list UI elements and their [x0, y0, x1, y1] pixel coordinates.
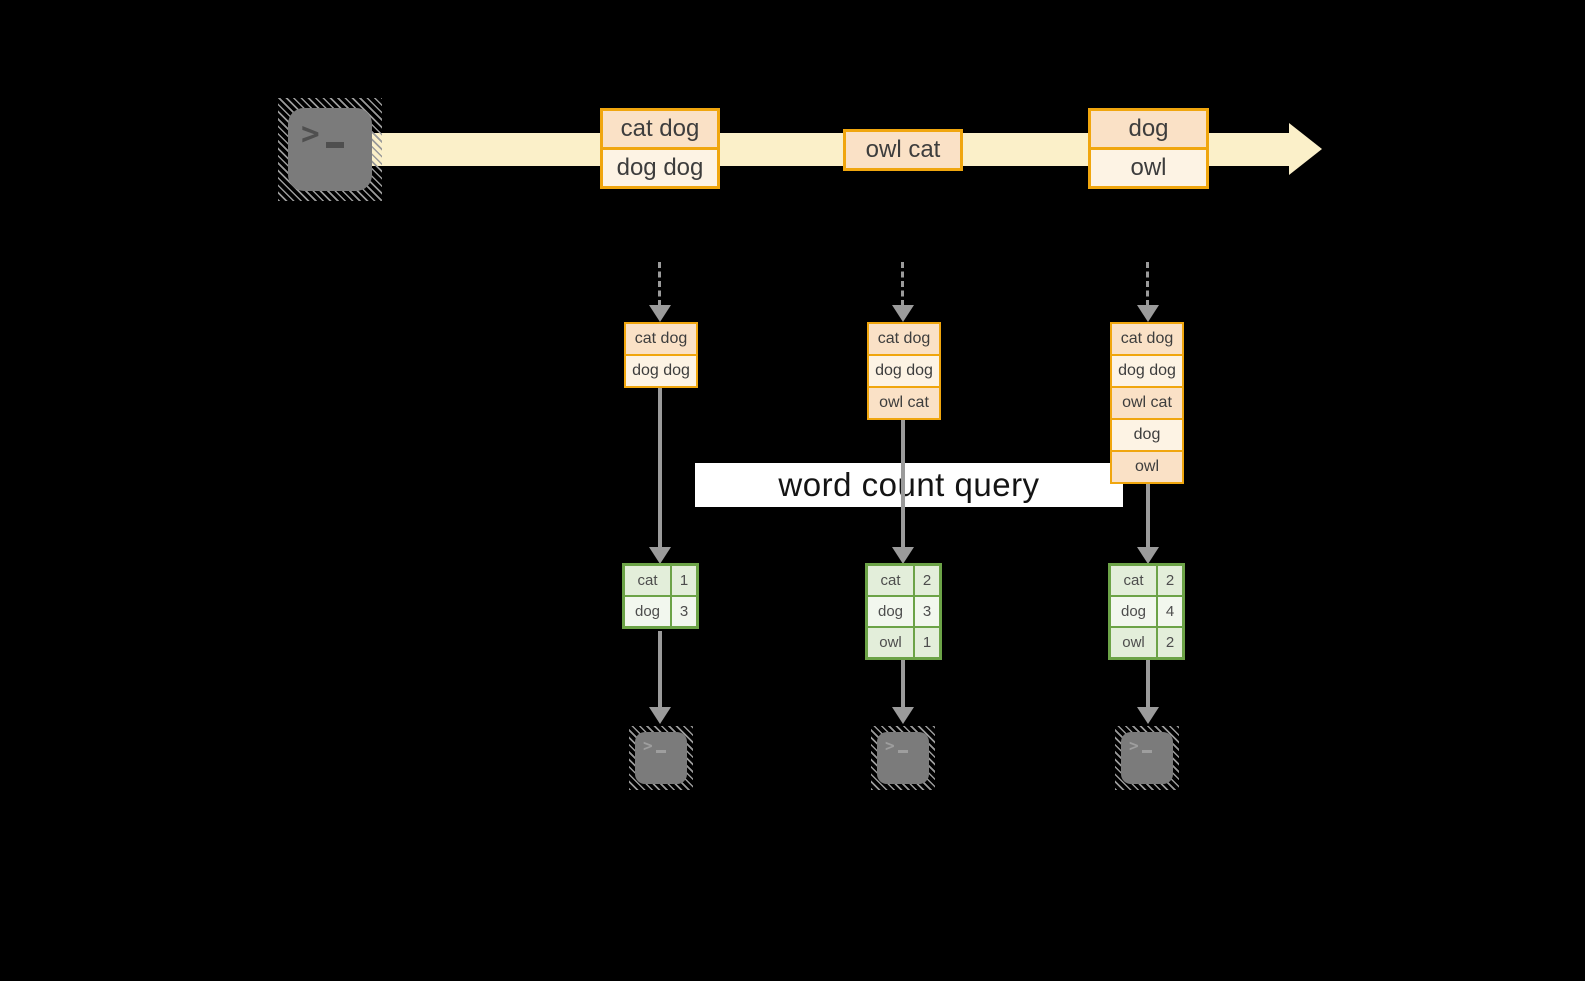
log-row: cat dog — [869, 324, 939, 356]
stream-event-box-1: cat dog dog dog — [600, 108, 720, 189]
underscore-icon — [897, 750, 908, 753]
log-row: owl cat — [869, 388, 939, 418]
accumulated-log-1: cat dog dog dog — [624, 322, 698, 388]
word-cell: cat — [868, 566, 913, 595]
log-row: cat dog — [626, 324, 696, 356]
word-cell: dog — [1111, 597, 1156, 626]
chevron-icon: > — [1129, 736, 1139, 755]
dashed-arrow-line — [658, 262, 661, 306]
count-cell: 2 — [1158, 628, 1182, 657]
stream-event-line: cat dog — [603, 111, 717, 150]
terminal-icon-body: > — [288, 108, 372, 191]
arrow-line — [1146, 660, 1150, 707]
arrow-head — [892, 707, 914, 724]
arrow-line — [658, 388, 662, 547]
underscore-icon — [1141, 750, 1152, 753]
terminal-icon-body: > — [1121, 732, 1173, 784]
log-row: dog dog — [1112, 356, 1182, 388]
word-cell: cat — [625, 566, 670, 595]
arrow-head — [649, 707, 671, 724]
word-count-table-2: cat 2 dog 3 owl 1 — [865, 563, 942, 660]
count-cell: 1 — [915, 628, 939, 657]
stream-event-line: dog dog — [603, 150, 717, 186]
count-cell: 4 — [1158, 597, 1182, 626]
chevron-icon: > — [301, 116, 320, 152]
prompt-glyph: > — [885, 736, 908, 755]
terminal-icon-body: > — [877, 732, 929, 784]
count-cell: 3 — [915, 597, 939, 626]
terminal-icon-body: > — [635, 732, 687, 784]
accumulated-log-2: cat dog dog dog owl cat — [867, 322, 941, 420]
arrow-line — [901, 420, 905, 547]
log-row: dog dog — [626, 356, 696, 386]
count-cell: 3 — [672, 597, 696, 626]
stream-event-line: owl — [1091, 150, 1206, 186]
dashed-arrow-line — [901, 262, 904, 306]
terminal-icon: > — [1115, 726, 1179, 790]
dashed-arrow-head — [1137, 305, 1159, 322]
stream-arrow-head — [1289, 123, 1322, 175]
arrow-line — [658, 631, 662, 707]
word-count-table-1: cat 1 dog 3 — [622, 563, 699, 629]
chevron-icon: > — [643, 736, 653, 755]
stream-event-line: dog — [1091, 111, 1206, 150]
log-row: dog — [1112, 420, 1182, 452]
dashed-arrow-head — [649, 305, 671, 322]
word-cell: cat — [1111, 566, 1156, 595]
underscore-icon — [325, 142, 344, 148]
word-cell: owl — [868, 628, 913, 657]
prompt-glyph: > — [643, 736, 666, 755]
arrow-head — [1137, 707, 1159, 724]
count-cell: 2 — [915, 566, 939, 595]
query-label-text: word count query — [778, 466, 1040, 503]
word-cell: owl — [1111, 628, 1156, 657]
arrow-line — [901, 660, 905, 707]
terminal-icon: > — [278, 98, 382, 201]
terminal-icon: > — [871, 726, 935, 790]
dashed-arrow-head — [892, 305, 914, 322]
arrow-line — [1146, 484, 1150, 547]
stream-event-box-2: owl cat — [843, 129, 963, 171]
log-row: cat dog — [1112, 324, 1182, 356]
word-cell: dog — [868, 597, 913, 626]
word-count-table-3: cat 2 dog 4 owl 2 — [1108, 563, 1185, 660]
count-cell: 1 — [672, 566, 696, 595]
chevron-icon: > — [885, 736, 895, 755]
log-row: owl cat — [1112, 388, 1182, 420]
terminal-icon: > — [629, 726, 693, 790]
stream-event-box-3: dog owl — [1088, 108, 1209, 189]
query-label: word count query — [695, 463, 1123, 507]
log-row: dog dog — [869, 356, 939, 388]
accumulated-log-3: cat dog dog dog owl cat dog owl — [1110, 322, 1184, 484]
dashed-arrow-line — [1146, 262, 1149, 306]
stream-event-line: owl cat — [846, 132, 960, 168]
underscore-icon — [655, 750, 666, 753]
arrow-head — [649, 547, 671, 564]
prompt-glyph: > — [1129, 736, 1152, 755]
count-cell: 2 — [1158, 566, 1182, 595]
prompt-glyph: > — [301, 116, 344, 152]
word-cell: dog — [625, 597, 670, 626]
log-row: owl — [1112, 452, 1182, 482]
arrow-head — [892, 547, 914, 564]
arrow-head — [1137, 547, 1159, 564]
